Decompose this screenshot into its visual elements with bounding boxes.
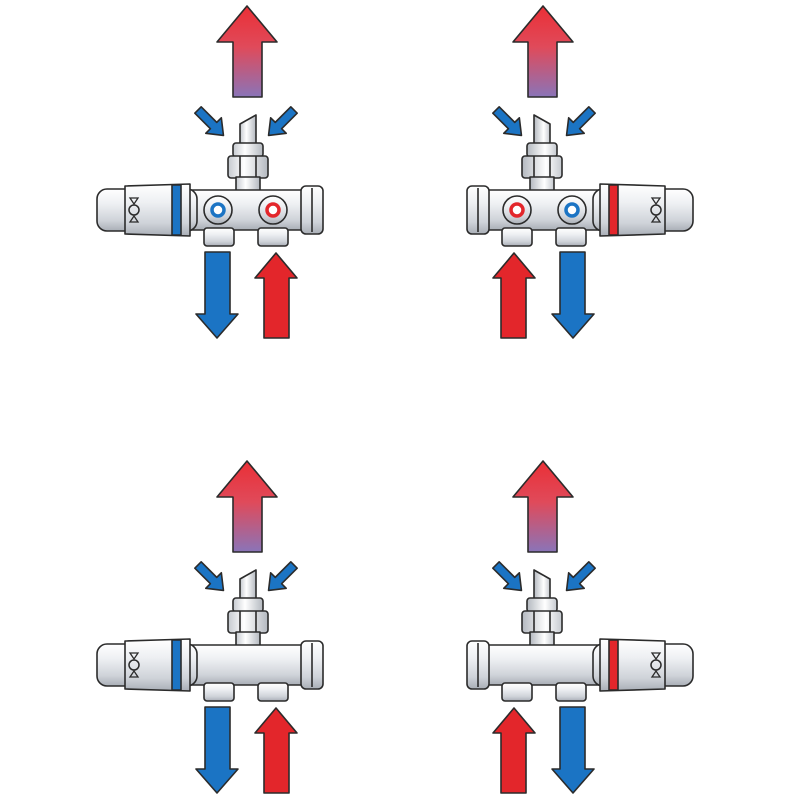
cold-inlet-arrow-right xyxy=(267,106,298,137)
stem-neck xyxy=(235,176,261,192)
stem-nut xyxy=(521,610,563,634)
stem-neck xyxy=(235,631,261,647)
valve-panel-top-right xyxy=(466,5,694,339)
valve-body xyxy=(474,644,606,686)
hot-supply-arrow xyxy=(254,252,298,339)
stem-collar xyxy=(526,597,558,613)
cold-inlet-arrow-left xyxy=(194,106,225,137)
hot-supply-arrow xyxy=(492,252,536,339)
hot-port-ring-icon xyxy=(265,202,281,218)
mixed-outlet-arrow xyxy=(512,460,574,553)
valve-stem xyxy=(239,569,257,602)
cold-return-arrow xyxy=(551,706,595,794)
hot-supply-arrow xyxy=(254,707,298,794)
mixed-outlet-arrow xyxy=(512,5,574,98)
color-band xyxy=(608,639,619,691)
flow-symbol-icon xyxy=(650,197,662,223)
cold-inlet-arrow-left xyxy=(565,106,596,137)
valve-stem xyxy=(533,114,551,147)
cold-inlet-arrow-right xyxy=(267,561,298,592)
valve-stem xyxy=(533,569,551,602)
bottom-nut-left xyxy=(203,682,235,702)
color-band xyxy=(171,639,182,691)
cold-port-ring-icon xyxy=(564,202,580,218)
mixed-outlet-arrow xyxy=(216,5,278,98)
valve-panel-bottom-right xyxy=(466,460,694,794)
bottom-nut-right xyxy=(501,682,533,702)
stem-nut xyxy=(521,155,563,179)
flow-symbol-icon xyxy=(650,652,662,678)
cold-inlet-arrow-left xyxy=(565,561,596,592)
stem-collar xyxy=(526,142,558,158)
valve-panel-top-left xyxy=(96,5,324,339)
hot-supply-arrow xyxy=(492,707,536,794)
flow-symbol-icon xyxy=(128,197,140,223)
cold-inlet-arrow-left xyxy=(194,561,225,592)
stem-neck xyxy=(529,176,555,192)
stem-collar xyxy=(232,142,264,158)
bottom-nut-right xyxy=(501,227,533,247)
bottom-nut-left xyxy=(203,227,235,247)
flow-symbol-icon xyxy=(128,652,140,678)
port-indicators xyxy=(203,195,288,225)
stem-nut xyxy=(227,155,269,179)
bottom-nut-left xyxy=(555,682,587,702)
stem-collar xyxy=(232,597,264,613)
port-indicators xyxy=(502,195,587,225)
cold-inlet-arrow-right xyxy=(492,561,523,592)
cold-inlet-arrow-right xyxy=(492,106,523,137)
stem-neck xyxy=(529,631,555,647)
cold-port-ring-icon xyxy=(210,202,226,218)
cold-return-arrow xyxy=(551,251,595,339)
hot-port-ring-icon xyxy=(509,202,525,218)
valve-body xyxy=(184,644,316,686)
cold-return-arrow xyxy=(195,706,239,794)
color-band xyxy=(171,184,182,236)
valve-panel-bottom-left xyxy=(96,460,324,794)
color-band xyxy=(608,184,619,236)
bottom-nut-left xyxy=(555,227,587,247)
stem-nut xyxy=(227,610,269,634)
cold-return-arrow xyxy=(195,251,239,339)
mixed-outlet-arrow xyxy=(216,460,278,553)
valve-stem xyxy=(239,114,257,147)
panels xyxy=(96,5,694,794)
bottom-nut-right xyxy=(257,682,289,702)
bottom-nut-right xyxy=(257,227,289,247)
